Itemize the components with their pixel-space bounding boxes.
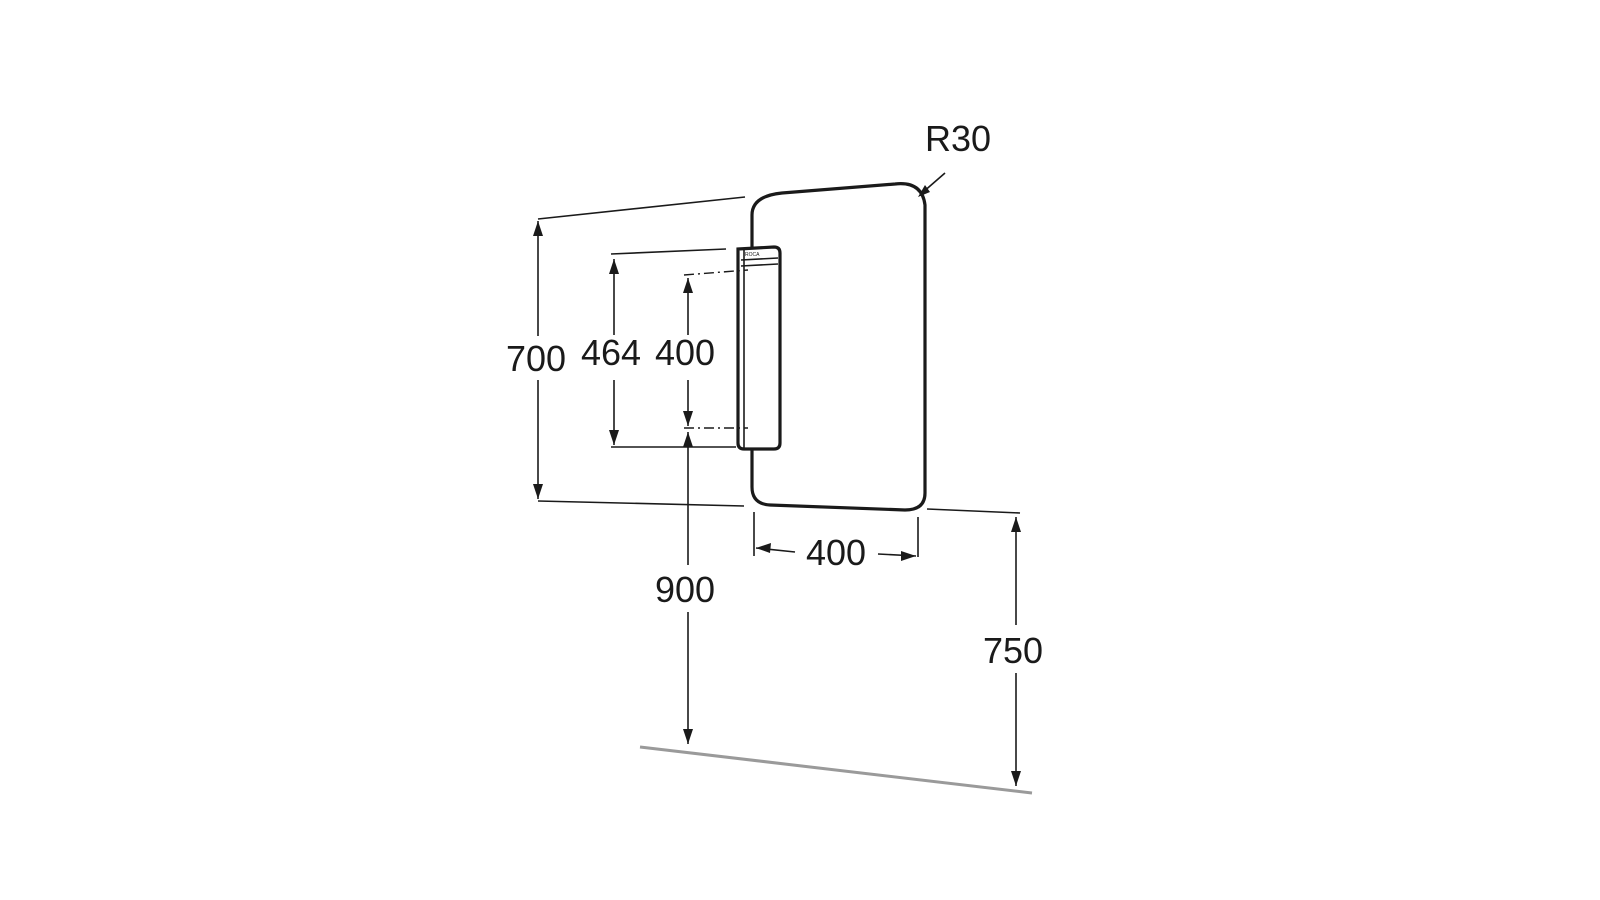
light-bar-logo: ROCA: [745, 252, 760, 258]
light-height-label: 464: [581, 332, 641, 373]
mirror-panel: [750, 182, 927, 512]
mount-spacing-label: 400: [655, 332, 715, 373]
mount-spacing-dimension: 400: [655, 269, 749, 429]
bottom-height-label: 750: [983, 630, 1043, 671]
width-dimension: 400: [753, 512, 919, 573]
floor-line: [639, 745, 1033, 795]
light-bar: ROCA: [736, 245, 782, 451]
light-height-dimension: 464: [581, 248, 736, 448]
mount-height-dimension: 900: [655, 432, 715, 744]
height-total-label: 700: [506, 338, 566, 379]
radius-label: R30: [925, 118, 991, 159]
height-dimension: 700: [506, 196, 746, 507]
width-label: 400: [806, 532, 866, 573]
bottom-height-dimension: 750: [926, 508, 1043, 786]
mount-height-label: 900: [655, 569, 715, 610]
